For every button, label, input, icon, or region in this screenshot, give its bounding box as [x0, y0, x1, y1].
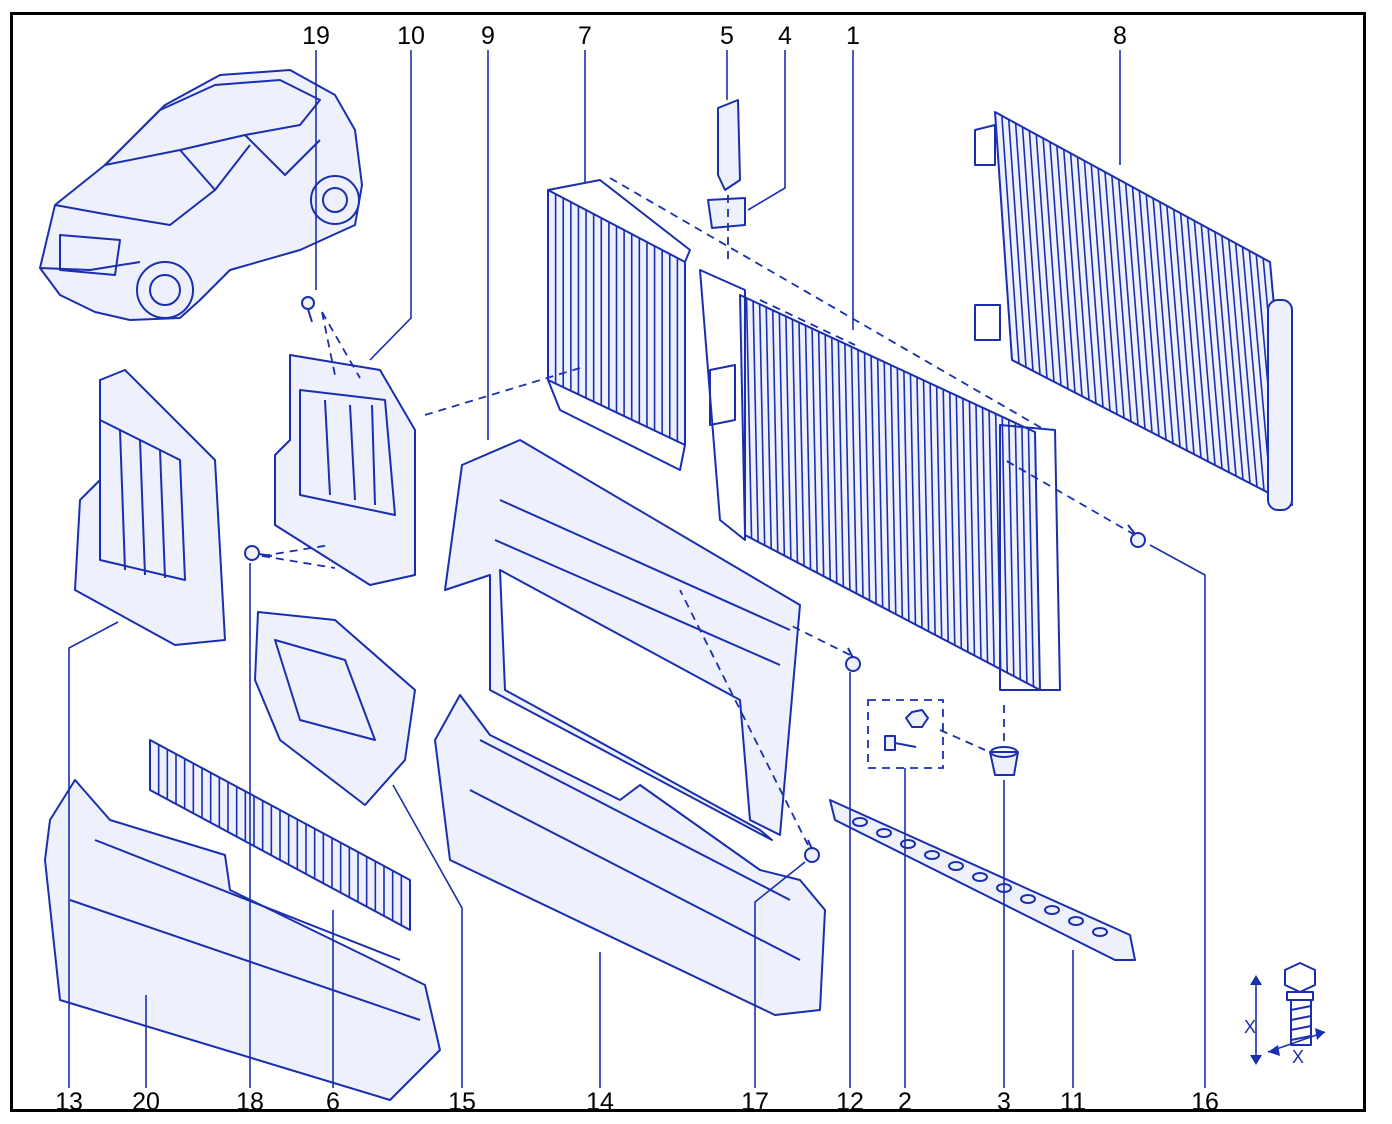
part-2-bolt-nut-kit	[867, 699, 944, 769]
callout-7: 7	[578, 22, 592, 50]
part-5-clip	[717, 99, 741, 191]
callout-4: 4	[778, 22, 792, 50]
callout-2: 2	[898, 1088, 912, 1116]
part-9-frame	[444, 439, 801, 841]
callout-18: 18	[236, 1088, 264, 1116]
part-7-exchanger	[547, 179, 691, 471]
callout-19: 19	[302, 22, 330, 50]
part-10-air-guide	[274, 354, 416, 586]
callout-13: 13	[55, 1088, 83, 1116]
part-13-air-guide	[74, 369, 226, 646]
callout-20: 20	[132, 1088, 160, 1116]
dimension-label-height: X	[1243, 1017, 1257, 1037]
part-15-air-guide	[254, 611, 416, 806]
callout-8: 8	[1113, 22, 1127, 50]
callout-10: 10	[397, 22, 425, 50]
callout-17: 17	[741, 1088, 769, 1116]
part-19-screw	[301, 296, 315, 323]
part-8-condenser	[974, 111, 1293, 511]
callout-9: 9	[481, 22, 495, 50]
part-3-mount	[989, 746, 1019, 776]
leader-lines	[68, 50, 1206, 1088]
bolt-dimension-symbol	[1250, 962, 1326, 1065]
part-1-radiator	[699, 269, 1061, 691]
callout-14: 14	[586, 1088, 614, 1116]
part-18-screw	[244, 545, 273, 561]
callout-3: 3	[997, 1088, 1011, 1116]
part-16-screw	[1127, 524, 1146, 548]
callout-16: 16	[1191, 1088, 1219, 1116]
callout-11: 11	[1060, 1088, 1086, 1116]
assembly-lines	[261, 177, 1136, 846]
dimension-label-width: X	[1291, 1047, 1305, 1067]
vehicle-illustration	[39, 69, 363, 321]
part-20-lower-carrier	[44, 779, 441, 1101]
part-11-bracket	[829, 799, 1136, 961]
part-12-screw	[845, 647, 861, 672]
callout-1: 1	[846, 22, 860, 50]
callout-6: 6	[326, 1088, 340, 1116]
callout-5: 5	[720, 22, 734, 50]
callout-15: 15	[448, 1088, 476, 1116]
part-4-bracket	[707, 197, 746, 229]
callout-12: 12	[836, 1088, 864, 1116]
part-14-lower-carrier	[434, 694, 826, 1016]
part-6-cooler	[149, 739, 411, 931]
part-17-screw	[804, 839, 820, 863]
